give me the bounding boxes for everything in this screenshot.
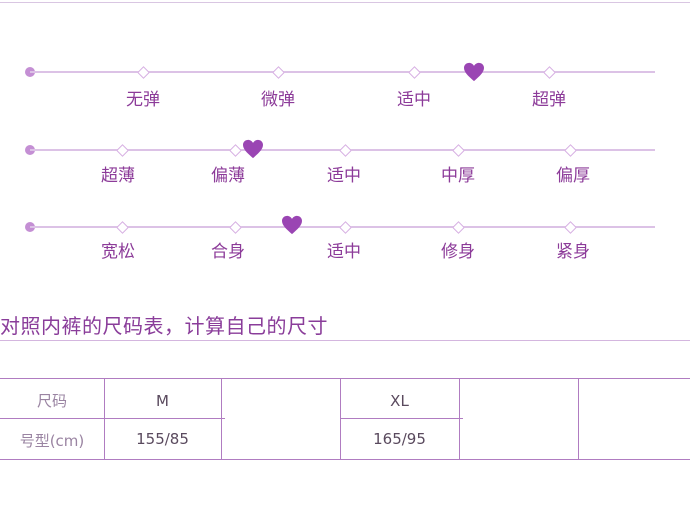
- top-divider: [0, 2, 690, 3]
- scale-label: 合身: [211, 242, 245, 262]
- scale-tick: [116, 144, 129, 157]
- heart-icon: [282, 215, 302, 235]
- scale-tick: [408, 66, 421, 79]
- table-border-bottom: [0, 459, 690, 460]
- scale-tick: [564, 221, 577, 234]
- scale-label: 中厚: [441, 166, 475, 186]
- table-col-divider: [578, 378, 579, 460]
- table-col-divider: [104, 378, 105, 460]
- scale-tick: [137, 66, 150, 79]
- scale-tick: [229, 221, 242, 234]
- table-row-divider: [0, 418, 225, 419]
- scale-label: 微弹: [261, 90, 295, 110]
- table-cell: 155/85: [136, 430, 189, 448]
- row-label-body-type: 号型(cm): [19, 432, 85, 450]
- size-chart-heading: 对照内裤的尺码表，计算自己的尺寸: [0, 314, 328, 338]
- scale-track: [30, 71, 655, 73]
- table-col-divider: [221, 378, 222, 460]
- row-label-size: 尺码: [36, 392, 67, 410]
- table-cell: XL: [390, 392, 409, 410]
- scale-label: 偏薄: [211, 166, 245, 186]
- scale-label: 宽松: [101, 242, 135, 262]
- scale-label: 紧身: [556, 242, 590, 262]
- scale-tick: [452, 221, 465, 234]
- scale-label: 修身: [441, 242, 475, 262]
- scale-tick: [543, 66, 556, 79]
- scale-label: 适中: [327, 242, 361, 262]
- scale-label: 超弹: [532, 90, 566, 110]
- scale-label: 无弹: [126, 90, 160, 110]
- heading-divider: [0, 340, 690, 341]
- scale-label: 超薄: [101, 166, 135, 186]
- table-col-divider: [459, 378, 460, 460]
- thickness-scale: 超薄 偏薄 适中 中厚 偏厚: [0, 128, 690, 188]
- elasticity-scale: 无弹 微弹 适中 超弹: [0, 50, 690, 110]
- scale-tick: [272, 66, 285, 79]
- heart-icon: [243, 139, 263, 159]
- scale-label: 适中: [397, 90, 431, 110]
- scale-tick: [116, 221, 129, 234]
- scale-tick: [564, 144, 577, 157]
- table-row-divider: [340, 418, 463, 419]
- scale-tick: [452, 144, 465, 157]
- table-cell: 165/95: [373, 430, 426, 448]
- heart-icon: [464, 62, 484, 82]
- scale-tick: [229, 144, 242, 157]
- scale-label: 偏厚: [556, 166, 590, 186]
- table-cell: M: [156, 392, 169, 410]
- table-border-top: [0, 378, 690, 379]
- scale-tick: [339, 221, 352, 234]
- table-col-divider: [340, 378, 341, 460]
- fit-scale: 宽松 合身 适中 修身 紧身: [0, 205, 690, 265]
- scale-tick: [339, 144, 352, 157]
- scale-label: 适中: [327, 166, 361, 186]
